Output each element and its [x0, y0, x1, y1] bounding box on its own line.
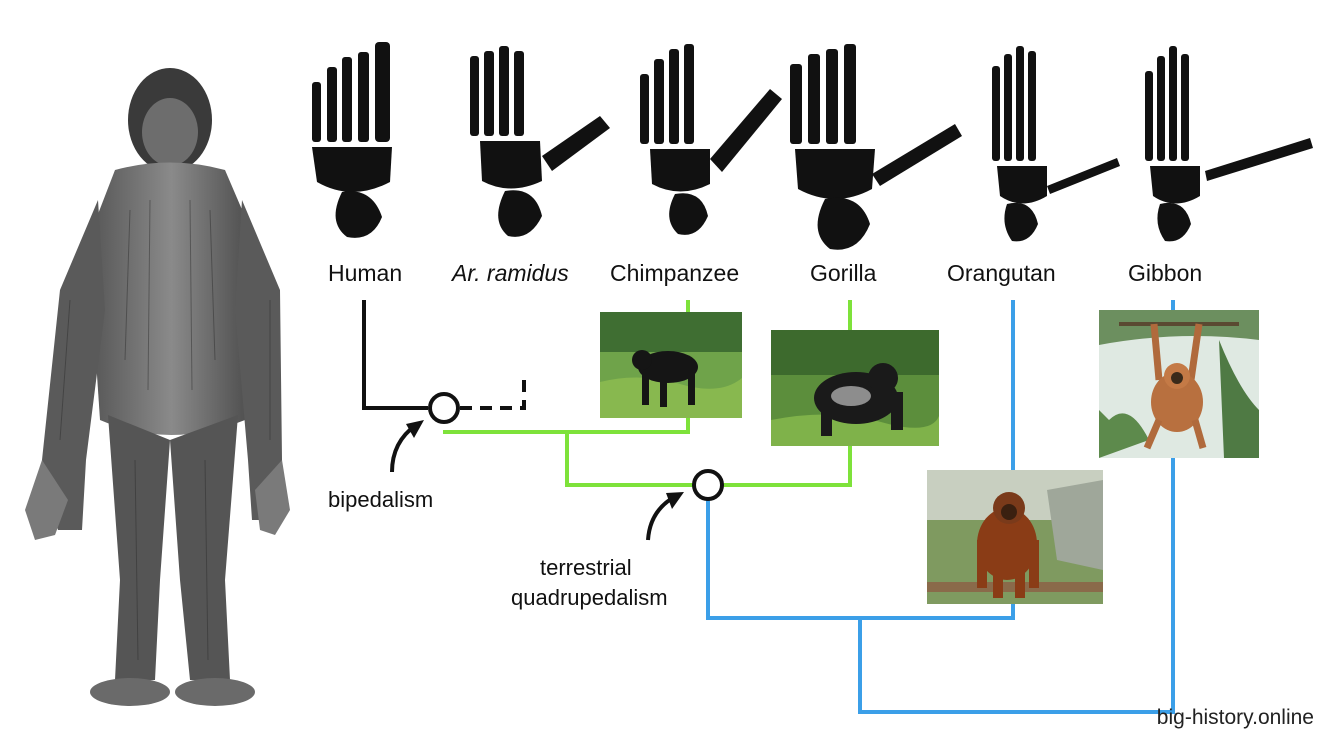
orangutan-photo: [927, 470, 1103, 604]
foot-skeleton-icon: [790, 44, 962, 250]
quadrupedalism-annotation-line2: quadrupedalism: [511, 585, 668, 610]
taxon-label-orangutan: Orangutan: [947, 260, 1056, 286]
foot-skeleton-icon: [1145, 46, 1313, 242]
gorilla-photo: [771, 330, 939, 446]
bipedalism-node: [428, 392, 460, 424]
taxon-label-human: Human: [328, 260, 403, 286]
chimpanzee-photo: [600, 312, 742, 418]
watermark: big-history.online: [1156, 706, 1314, 729]
gibbon-photo: [1099, 310, 1259, 458]
asian-ape-branches: [706, 300, 1175, 714]
human-branch: [362, 300, 428, 410]
quadrupedalism-annotation-line1: terrestrial: [540, 555, 632, 580]
quadrupedalism-node: [692, 469, 724, 501]
foot-skeleton-icon: [640, 44, 782, 235]
taxon-label-gorilla: Gorilla: [810, 260, 877, 286]
taxon-label-ar-ramidus: Ar. ramidus: [452, 260, 569, 286]
foot-skeleton-icon: [312, 42, 392, 238]
foot-skeleton-icon: [470, 46, 610, 237]
ardipithecus-figure-illustration: [25, 68, 290, 706]
bipedalism-annotation: bipedalism: [328, 487, 434, 512]
taxon-label-gibbon: Gibbon: [1128, 260, 1203, 286]
taxon-label-chimpanzee: Chimpanzee: [610, 260, 740, 286]
ar-ramidus-dashed-branch: [460, 380, 526, 410]
foot-skeleton-icon: [992, 46, 1120, 242]
foot-skeletons: [312, 42, 1313, 250]
